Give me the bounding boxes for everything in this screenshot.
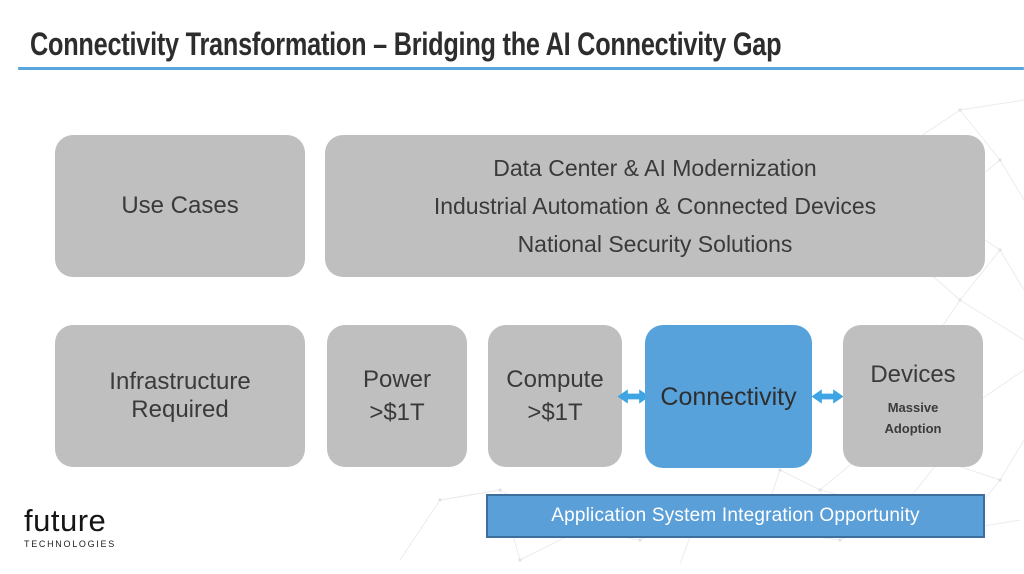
connectivity-box: Connectivity [645, 325, 812, 468]
company-logo: future TECHNOLOGIES [24, 503, 116, 550]
company-logo-name: future [24, 503, 107, 538]
compute-value: >$1T [527, 399, 583, 426]
use-cases-box: Use Cases [55, 135, 305, 277]
double-arrow-icon [617, 389, 650, 404]
infrastructure-required-box: Infrastructure Required [55, 325, 305, 467]
connectivity-label: Connectivity [660, 382, 797, 411]
page-title-text: Connectivity Transformation – Bridging t… [30, 26, 782, 62]
use-case-item-national-security: National Security Solutions [517, 231, 793, 257]
compute-box: Compute >$1T [488, 325, 622, 467]
use-case-item-data-center: Data Center & AI Modernization [493, 155, 817, 181]
opportunity-banner: Application System Integration Opportuni… [486, 494, 985, 538]
use-cases-label: Use Cases [121, 192, 239, 219]
power-box: Power >$1T [327, 325, 467, 467]
devices-box: Devices Massive Adoption [843, 325, 983, 467]
devices-subtitle-line1: Massive [887, 400, 939, 415]
use-case-list-box: Data Center & AI Modernization Industria… [325, 135, 985, 277]
devices-label: Devices [870, 361, 956, 388]
opportunity-banner-label: Application System Integration Opportuni… [551, 505, 920, 526]
infrastructure-label-line2: Required [131, 396, 229, 423]
title-underline [18, 67, 1024, 70]
infrastructure-label-line1: Infrastructure [109, 368, 251, 395]
power-label: Power [362, 366, 432, 393]
power-value: >$1T [369, 399, 425, 426]
devices-subtitle-line2: Adoption [884, 421, 942, 436]
compute-label: Compute [506, 366, 604, 393]
use-case-item-industrial: Industrial Automation & Connected Device… [433, 193, 877, 219]
double-arrow-icon [811, 389, 844, 404]
company-logo-subtext: TECHNOLOGIES [24, 539, 116, 549]
page-title: Connectivity Transformation – Bridging t… [30, 26, 981, 63]
